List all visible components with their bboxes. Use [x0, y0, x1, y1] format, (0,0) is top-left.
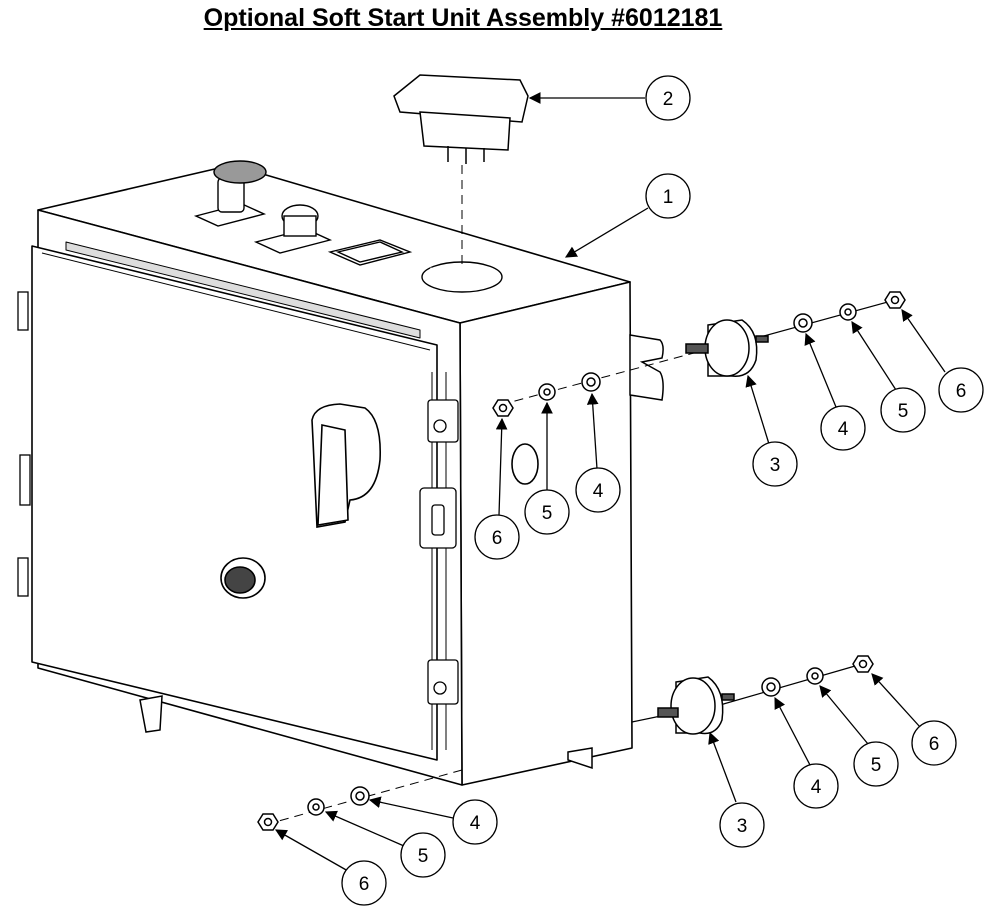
callout-5-lower-right: 5 — [819, 685, 899, 787]
callout-4-side-label: 4 — [593, 481, 604, 502]
callout-4-bottom: 4 — [368, 796, 498, 845]
callout-5-side: 5 — [524, 401, 570, 535]
callout-5-upper-right-label: 5 — [898, 401, 909, 422]
callout-6-upper-right: 6 — [901, 309, 984, 413]
callout-4-side: 4 — [575, 392, 621, 513]
callout-3-upper-label: 3 — [770, 455, 781, 476]
callout-6-bottom-label: 6 — [359, 874, 370, 895]
callout-4-bottom-label: 4 — [470, 813, 481, 834]
callout-2-label: 2 — [663, 89, 674, 110]
callout-5-lower-right-label: 5 — [871, 755, 882, 776]
callout-2: 2 — [528, 75, 691, 121]
callout-1-label: 1 — [663, 187, 674, 208]
callout-6-side-label: 6 — [492, 528, 503, 549]
door-controls — [220, 403, 539, 599]
callout-4-lower-right: 4 — [774, 696, 839, 809]
callout-5-bottom-label: 5 — [418, 846, 429, 867]
callout-6-lower-right: 6 — [871, 673, 957, 766]
callout-4-upper-right-label: 4 — [838, 419, 849, 440]
hinge-left-bottom — [17, 557, 29, 597]
callout-6-bottom: 6 — [274, 829, 387, 906]
hinge-left-mid — [19, 454, 31, 506]
soft-start-module — [393, 74, 529, 164]
callout-5-upper-right: 5 — [851, 321, 926, 433]
side-knockout — [511, 443, 539, 485]
callout-6-lower-right-label: 6 — [929, 734, 940, 755]
callout-5-side-label: 5 — [542, 503, 553, 524]
hardware — [257, 291, 906, 831]
callout-6-side: 6 — [474, 417, 520, 560]
callout-6-upper-right-label: 6 — [956, 381, 967, 402]
top-controls — [193, 160, 503, 293]
latch-right-bottom — [427, 659, 459, 705]
callout-4-lower-right-label: 4 — [811, 777, 822, 798]
callout-5-bottom: 5 — [324, 810, 446, 878]
callout-4-upper-right: 4 — [804, 332, 866, 451]
callout-3-upper: 3 — [745, 374, 798, 487]
diagram-title: Optional Soft Start Unit Assembly #60121… — [203, 4, 723, 32]
callout-3-lower-label: 3 — [737, 816, 748, 837]
enclosure-door — [31, 245, 438, 761]
callout-1: 1 — [564, 173, 691, 258]
callout-3-lower: 3 — [708, 731, 765, 848]
hinges — [17, 291, 459, 705]
callouts: 1 2 3 3 4 4 4 — [274, 75, 984, 906]
hinge-left-top — [17, 291, 29, 331]
mount-bracket — [139, 334, 664, 770]
estop-cap-icon — [213, 160, 267, 184]
